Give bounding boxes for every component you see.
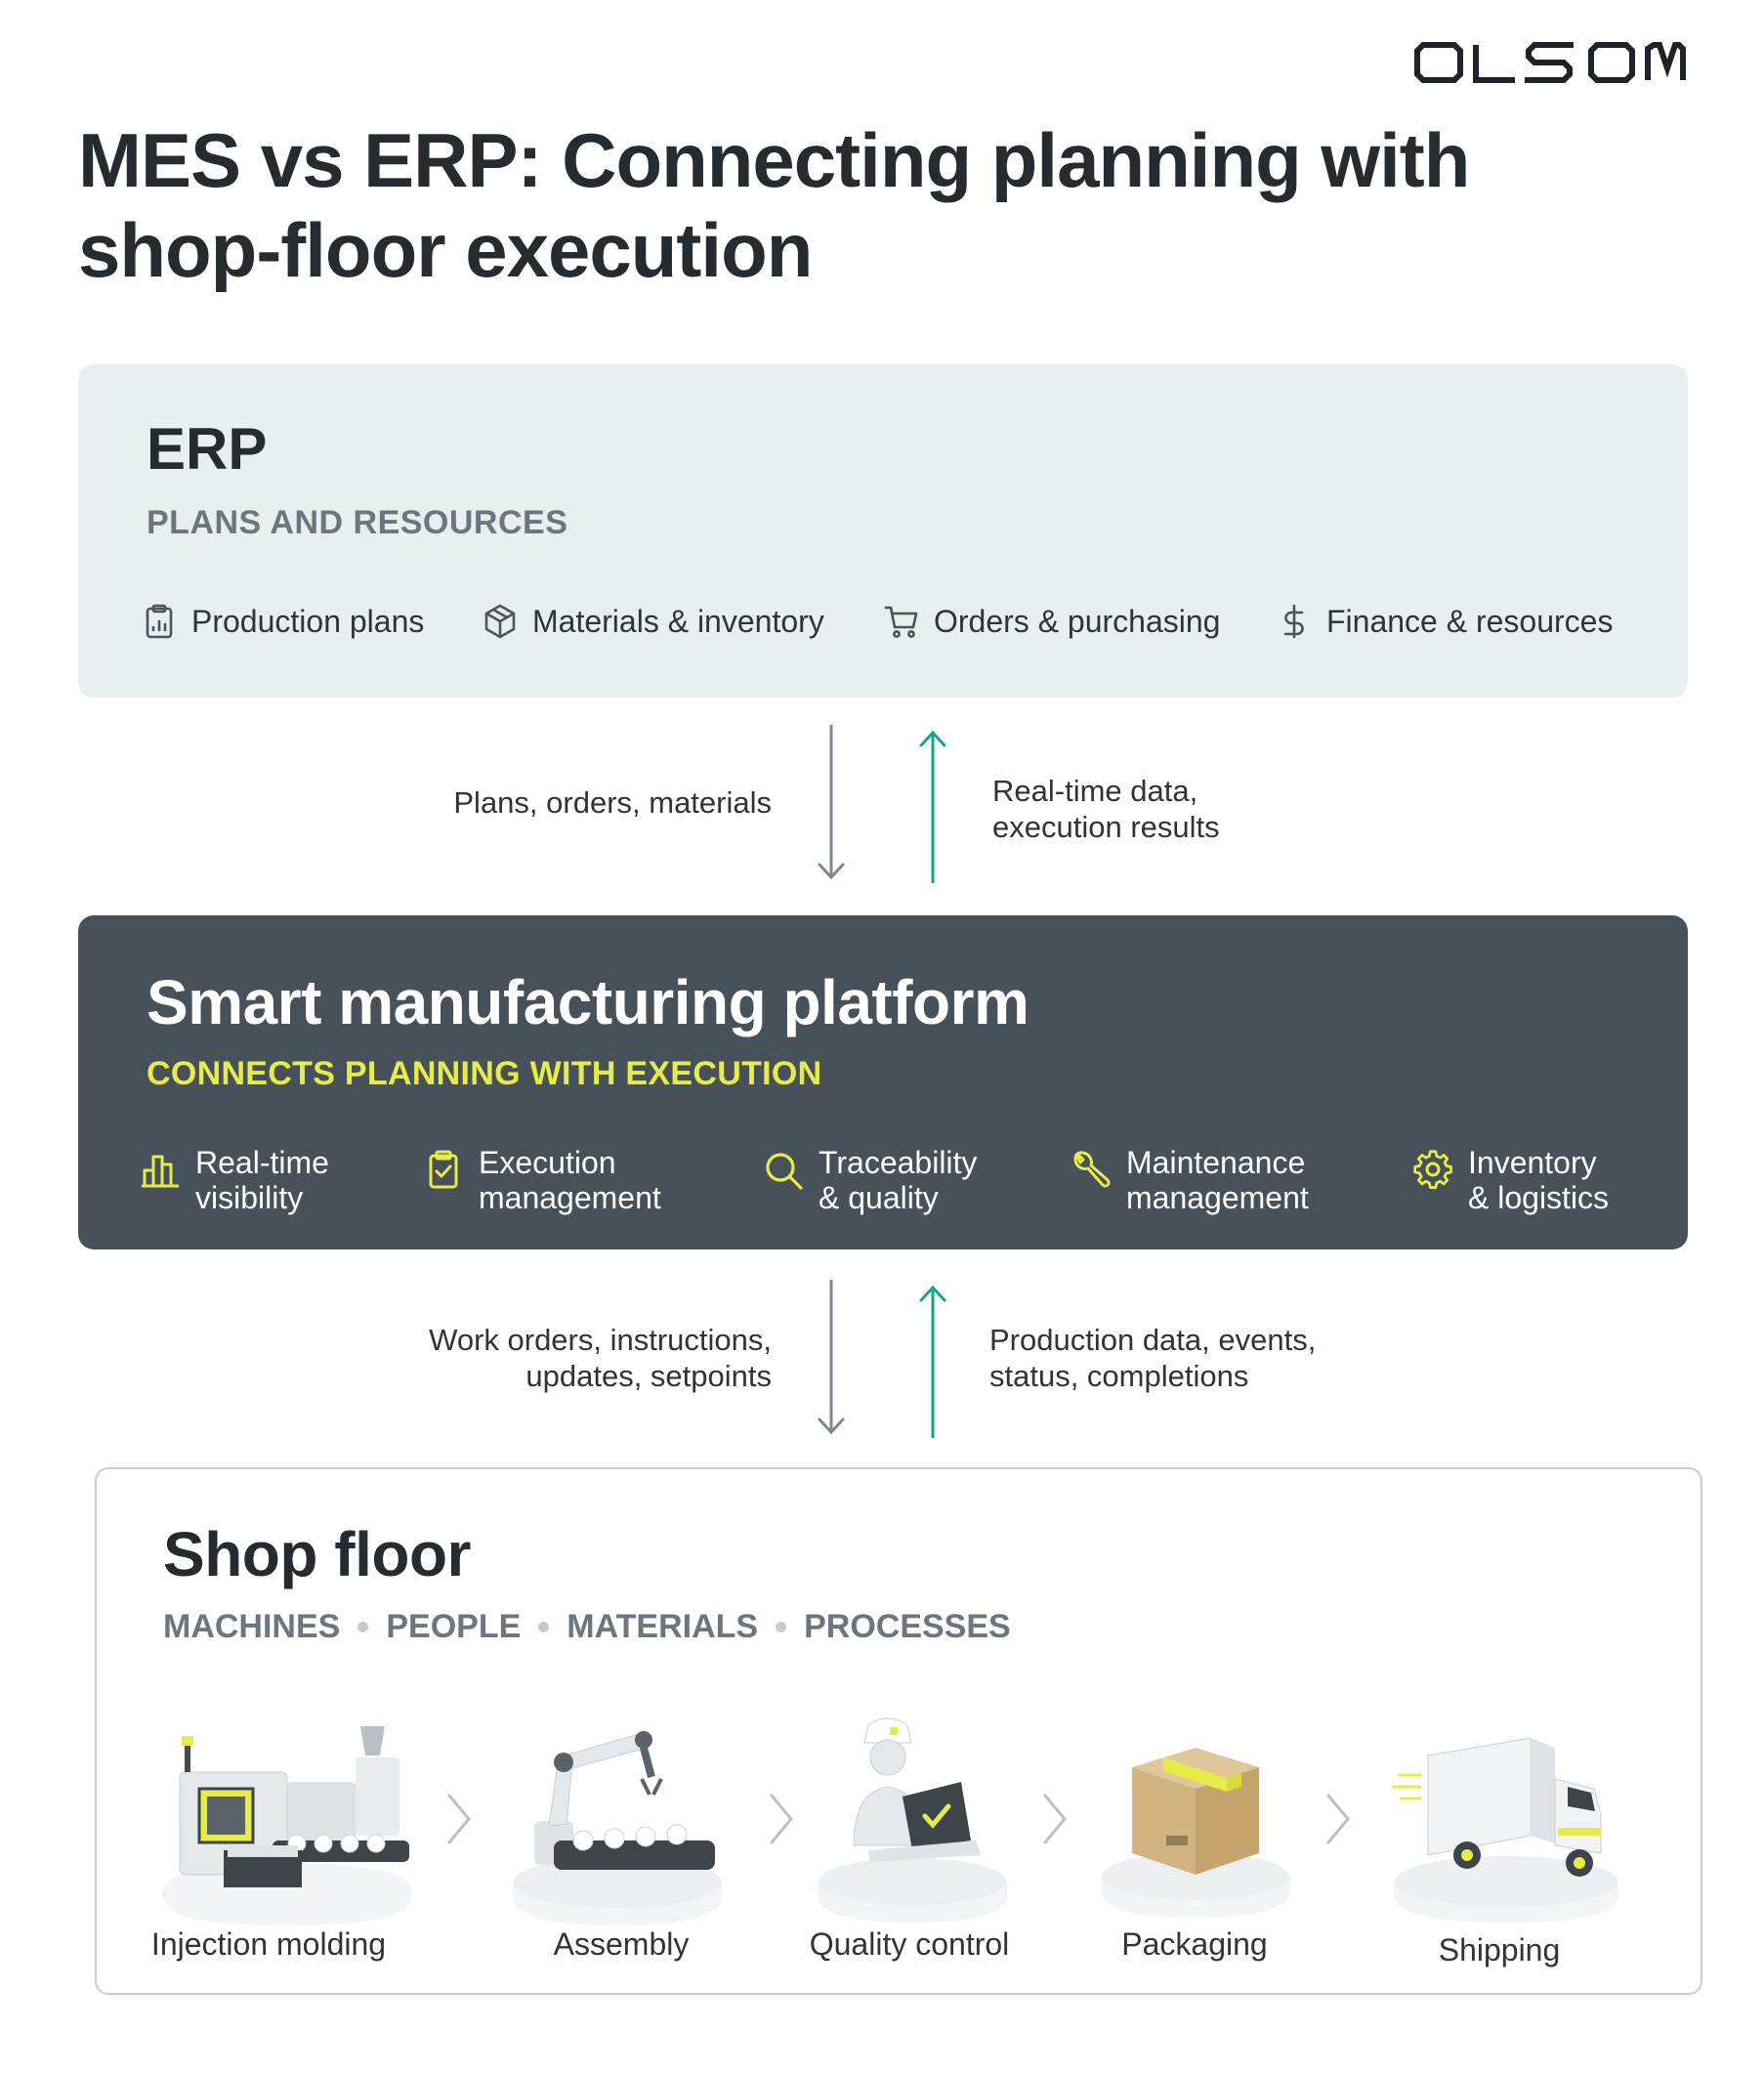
erp-panel: ERP PLANS AND RESOURCES Production plans… bbox=[78, 364, 1688, 698]
platform-item-line2: & logistics bbox=[1468, 1180, 1610, 1215]
clipboard-check-icon bbox=[429, 1150, 458, 1189]
erp-item-materials-inventory: Materials & inventory bbox=[482, 599, 824, 644]
chevron-right-icon bbox=[1043, 1794, 1067, 1844]
flow-up-label-bottom: Production data, events, status, complet… bbox=[989, 1322, 1316, 1394]
flow-up-line2: status, completions bbox=[989, 1359, 1249, 1393]
erp-subtitle: PLANS AND RESOURCES bbox=[147, 504, 568, 541]
package-box-icon bbox=[1101, 1748, 1290, 1918]
erp-item-label: Orders & purchasing bbox=[934, 603, 1221, 639]
page-title-line2: shop-floor execution bbox=[78, 207, 813, 293]
platform-item-line1: Traceability bbox=[819, 1145, 978, 1180]
erp-item-finance-resources: Finance & resources bbox=[1276, 599, 1613, 644]
flow-up-line2: execution results bbox=[992, 810, 1220, 844]
worker-laptop-icon bbox=[818, 1717, 1007, 1923]
platform-item-line1: Maintenance bbox=[1126, 1145, 1306, 1180]
robot-arm-icon bbox=[513, 1731, 722, 1925]
stage-label-quality-control: Quality control bbox=[809, 1926, 1010, 1962]
stage-label-shipping: Shipping bbox=[1438, 1932, 1561, 1967]
page-title: MES vs ERP: Connecting planning with sho… bbox=[78, 115, 1543, 295]
platform-panel: Smart manufacturing platform CONNECTS PL… bbox=[78, 915, 1688, 1249]
chevron-right-icon bbox=[447, 1794, 471, 1844]
tag-processes: PROCESSES bbox=[804, 1608, 1011, 1645]
flow-down-label-bottom: Work orders, instructions, updates, setp… bbox=[371, 1322, 772, 1394]
separator-dot bbox=[357, 1622, 369, 1632]
platform-item-line1: Real-time bbox=[195, 1145, 329, 1180]
platform-item-line2: management bbox=[479, 1180, 661, 1215]
chevron-right-icon bbox=[770, 1794, 793, 1844]
bar-chart-icon bbox=[142, 1155, 179, 1188]
separator-dot bbox=[538, 1622, 550, 1632]
platform-item-line2: management bbox=[1126, 1180, 1309, 1215]
delivery-truck-icon bbox=[1392, 1737, 1618, 1923]
wrench-icon bbox=[1073, 1151, 1111, 1188]
platform-item-line1: Inventory bbox=[1468, 1145, 1597, 1180]
flow-up-line1: Real-time data, bbox=[992, 774, 1198, 808]
search-icon bbox=[766, 1153, 803, 1190]
separator-dot bbox=[776, 1622, 787, 1632]
erp-item-orders-purchasing: Orders & purchasing bbox=[883, 599, 1220, 644]
chevron-right-icon bbox=[1326, 1794, 1350, 1844]
erp-items: Production plans Materials & inventory O… bbox=[141, 599, 1664, 644]
tag-machines: MACHINES bbox=[163, 1608, 341, 1645]
arrow-down-icon bbox=[818, 1280, 845, 1435]
erp-title: ERP bbox=[147, 416, 268, 482]
page-title-line1: MES vs ERP: Connecting planning with bbox=[78, 117, 1470, 203]
tag-materials: MATERIALS bbox=[567, 1608, 759, 1645]
injection-molding-machine-icon bbox=[162, 1726, 412, 1925]
arrow-up-icon bbox=[919, 1285, 946, 1438]
stage-label-assembly: Assembly bbox=[553, 1926, 690, 1962]
shop-floor-tags: MACHINES PEOPLE MATERIALS PROCESSES bbox=[163, 1608, 1011, 1646]
shop-floor-title: Shop floor bbox=[163, 1519, 471, 1589]
flow-down-line1: Work orders, instructions, bbox=[429, 1323, 772, 1357]
erp-item-production-plans: Production plans bbox=[141, 599, 424, 644]
gear-icon bbox=[1413, 1150, 1452, 1189]
erp-item-label: Production plans bbox=[191, 603, 425, 639]
stage-label-injection-molding: Injection molding bbox=[150, 1926, 387, 1962]
erp-item-label: Finance & resources bbox=[1326, 603, 1614, 639]
platform-title: Smart manufacturing platform bbox=[147, 967, 1029, 1037]
tag-people: PEOPLE bbox=[386, 1608, 522, 1645]
clipboard-chart-icon bbox=[146, 604, 173, 639]
shop-floor-panel: Shop floor MACHINES PEOPLE MATERIALS PRO… bbox=[95, 1467, 1702, 1995]
erp-item-label: Materials & inventory bbox=[532, 603, 824, 639]
dollar-icon bbox=[1283, 604, 1304, 639]
box-icon bbox=[484, 604, 516, 639]
flow-down-text: Plans, orders, materials bbox=[453, 785, 772, 820]
platform-item-line2: & quality bbox=[819, 1180, 939, 1215]
platform-item-line1: Execution bbox=[479, 1145, 616, 1180]
stage-label-packaging: Packaging bbox=[1121, 1926, 1268, 1962]
arrow-up-icon bbox=[919, 730, 946, 883]
flow-up-label-top: Real-time data, execution results bbox=[992, 773, 1220, 845]
cart-icon bbox=[884, 606, 918, 638]
arrow-down-icon bbox=[818, 725, 845, 880]
flow-down-label-top: Plans, orders, materials bbox=[371, 784, 772, 821]
platform-item-traceability: Traceability& quality bbox=[762, 1145, 977, 1215]
platform-item-inventory: Inventory& logistics bbox=[1411, 1145, 1609, 1215]
olsom-logo bbox=[1414, 42, 1686, 83]
flow-down-line2: updates, setpoints bbox=[525, 1359, 772, 1393]
platform-item-line2: visibility bbox=[195, 1180, 304, 1215]
flow-up-line1: Production data, events, bbox=[989, 1323, 1317, 1357]
platform-subtitle: CONNECTS PLANNING WITH EXECUTION bbox=[147, 1055, 822, 1092]
